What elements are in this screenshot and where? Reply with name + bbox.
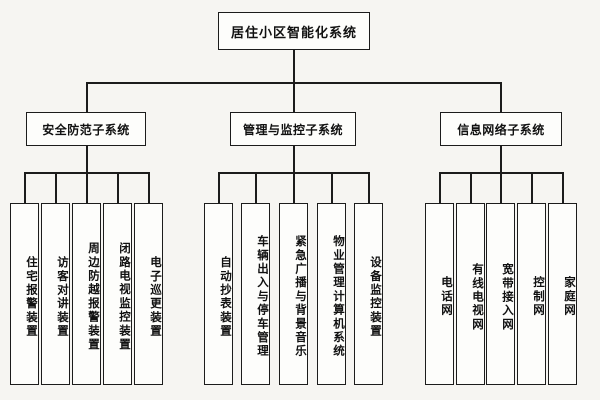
leaf-node: 闭路电视监控装置 [103, 203, 132, 385]
leaf-node: 电子巡更装置 [134, 203, 163, 385]
root-node: 居住小区智能化系统 [218, 12, 370, 50]
connector-security-trunk [86, 146, 88, 172]
root-node-label: 居住小区智能化系统 [230, 25, 357, 41]
leaf-node: 车辆出入与停车管理 [241, 203, 270, 385]
branch-node-network-label: 信息网络子系统 [457, 122, 545, 137]
leaf-node: 电话网 [425, 203, 454, 385]
leaf-node: 访客对讲装置 [41, 203, 70, 385]
connector-root-drop-1 [86, 82, 88, 112]
connector-management-drop-1 [218, 172, 220, 203]
connector-root-drop-3 [500, 82, 502, 112]
connector-security-drop-4 [117, 172, 119, 203]
branch-node-management: 管理与监控子系统 [230, 112, 356, 146]
connector-network-drop-4 [531, 172, 533, 203]
leaf-node-label: 周边防越报警装置 [87, 242, 101, 352]
connector-management-drop-2 [255, 172, 257, 203]
connector-security-drop-5 [148, 172, 150, 203]
leaf-node: 周边防越报警装置 [72, 203, 101, 385]
leaf-node: 控制网 [517, 203, 546, 385]
leaf-node-label: 控制网 [532, 276, 546, 318]
leaf-node-label: 家庭网 [563, 276, 577, 318]
leaf-node: 物业管理计算机系统 [317, 203, 346, 385]
connector-network-trunk [500, 146, 502, 172]
leaf-node-label: 物业管理计算机系统 [332, 235, 346, 359]
leaf-node-label: 自动抄表装置 [219, 255, 233, 339]
connector-network-drop-2 [470, 172, 472, 203]
leaf-node-label: 访客对讲装置 [56, 255, 70, 339]
connector-security-drop-2 [55, 172, 57, 203]
connector-network-drop-3 [500, 172, 502, 203]
connector-root-drop-2 [293, 82, 295, 112]
connector-root-trunk [293, 50, 295, 82]
branch-node-security: 安全防范子系统 [26, 112, 146, 146]
leaf-node-label: 有线电视网 [471, 262, 485, 332]
connector-management-trunk [293, 146, 295, 172]
leaf-node: 宽带接入网 [486, 203, 515, 385]
connector-network-drop-1 [439, 172, 441, 203]
leaf-node-label: 紧急广播与背景音乐 [294, 235, 308, 359]
branch-node-management-label: 管理与监控子系统 [242, 122, 343, 137]
leaf-node-label: 车辆出入与停车管理 [256, 235, 270, 359]
branch-node-security-label: 安全防范子系统 [42, 122, 130, 137]
leaf-node-label: 电话网 [440, 276, 454, 318]
leaf-node: 有线电视网 [456, 203, 485, 385]
connector-management-drop-4 [331, 172, 333, 203]
leaf-node-label: 宽带接入网 [501, 262, 515, 332]
leaf-node: 紧急广播与背景音乐 [279, 203, 308, 385]
branch-node-network: 信息网络子系统 [440, 112, 562, 146]
connector-security-drop-1 [24, 172, 26, 203]
leaf-node-label: 闭路电视监控装置 [118, 242, 132, 352]
leaf-node: 家庭网 [548, 203, 577, 385]
leaf-node: 设备监控装置 [354, 203, 383, 385]
leaf-node-label: 电子巡更装置 [149, 255, 163, 339]
leaf-node: 住宅报警装置 [10, 203, 39, 385]
leaf-node: 自动抄表装置 [204, 203, 233, 385]
connector-management-drop-5 [368, 172, 370, 203]
connector-security-drop-3 [86, 172, 88, 203]
leaf-node-label: 设备监控装置 [369, 255, 383, 339]
connector-network-drop-5 [562, 172, 564, 203]
leaf-node-label: 住宅报警装置 [25, 255, 39, 339]
connector-management-drop-3 [293, 172, 295, 203]
